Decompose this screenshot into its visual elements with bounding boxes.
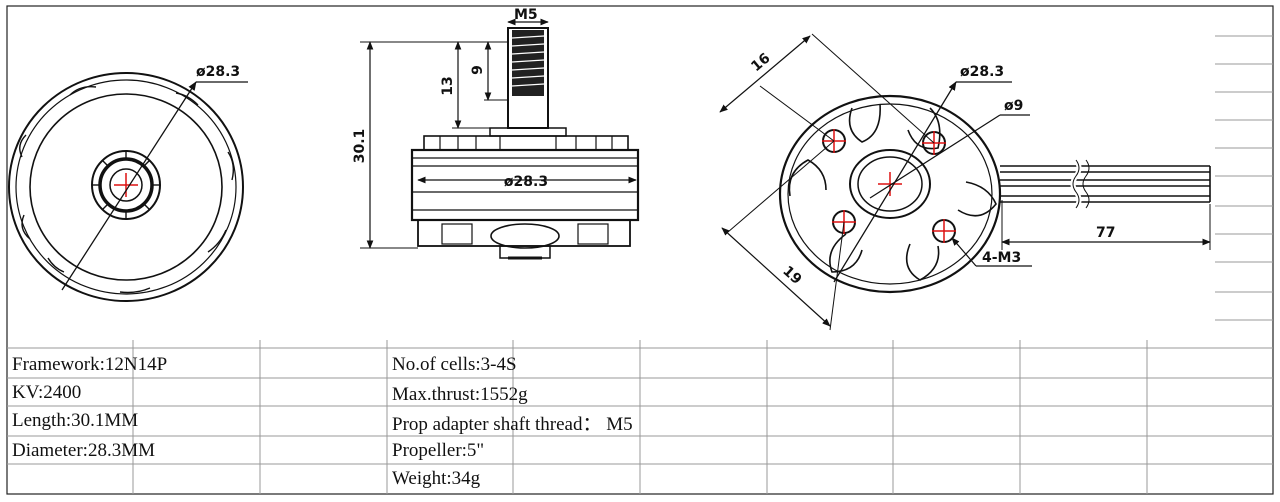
hub-diameter-label: ø9 — [1004, 98, 1023, 114]
rear-diameter-label: ø28.3 — [960, 64, 1004, 80]
shaft-len-9-label: 9 — [470, 65, 486, 75]
spec-table-grid — [7, 340, 1273, 494]
body-diameter-label: ø28.3 — [504, 174, 548, 190]
rear-view — [719, 33, 1211, 331]
margin-rules — [1215, 35, 1273, 321]
side-view — [360, 18, 640, 260]
lead-length-label: 77 — [1096, 225, 1115, 241]
mount-spacing-16-label: 16 — [748, 50, 773, 75]
shaft-len-13-label: 13 — [440, 76, 456, 95]
front-diameter-label: ø28.3 — [196, 64, 240, 80]
front-view — [8, 72, 248, 302]
overall-height-label: 30.1 — [352, 129, 368, 164]
mount-holes-label: 4-M3 — [982, 250, 1021, 266]
mount-spacing-19-label: 19 — [779, 263, 804, 288]
shaft-thread-label: M5 — [514, 7, 538, 23]
